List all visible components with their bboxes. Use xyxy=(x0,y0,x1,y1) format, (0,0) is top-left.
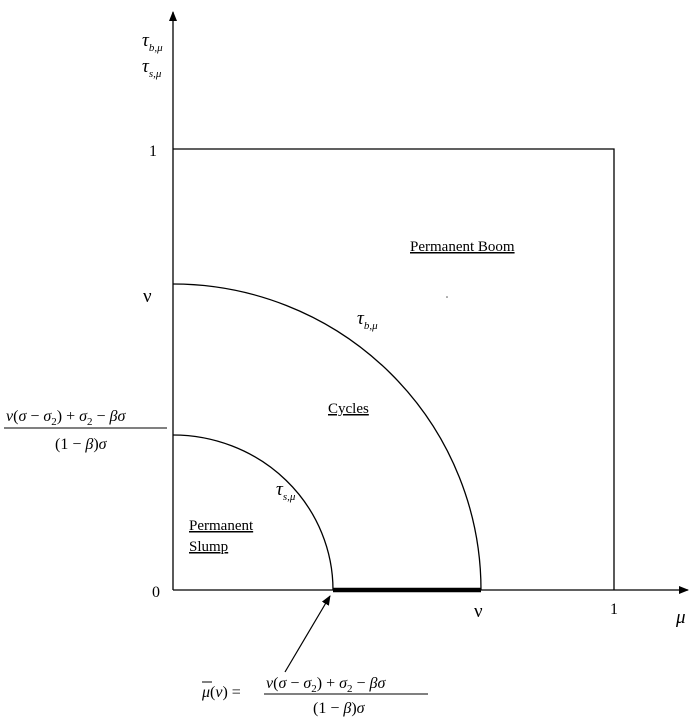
x-tick-nu: ν xyxy=(474,601,483,622)
mu-bar-formula: μ(ν) = ν(σ − σ2) + σ2 − βσ (1 − β)σ xyxy=(201,675,428,717)
mu-bar-denominator: (1 − β)σ xyxy=(313,700,366,717)
mu-bar-lhs: μ(ν) = xyxy=(201,684,241,701)
region-cycles: Cycles xyxy=(328,401,369,417)
y-intercept-numerator: ν(σ − σ2) + σ2 − βσ xyxy=(6,408,127,428)
unit-square-boundary xyxy=(173,148,615,590)
y-intercept-denominator: (1 − β)σ xyxy=(55,436,108,453)
y-axis-label-tau-s: τs,μ xyxy=(142,56,162,80)
tau-b-mu-curve-label: τb,μ xyxy=(357,308,378,332)
region-permanent-slump-line2: Slump xyxy=(189,539,228,555)
y-axis-label-tau-b: τb,μ xyxy=(142,30,163,54)
y-intercept-formula: ν(σ − σ2) + σ2 − βσ (1 − β)σ xyxy=(4,408,167,453)
x-axis-label-mu: μ xyxy=(675,607,686,628)
stray-dot xyxy=(446,296,448,298)
x-tick-one: 1 xyxy=(610,601,618,618)
region-permanent-slump-line1: Permanent xyxy=(189,518,254,534)
y-tick-one: 1 xyxy=(149,143,157,160)
mu-bar-numerator: ν(σ − σ2) + σ2 − βσ xyxy=(266,675,387,695)
tau-b-mu-curve xyxy=(172,283,482,591)
origin-zero: 0 xyxy=(152,584,160,601)
tau-s-mu-curve xyxy=(172,434,334,591)
region-permanent-boom: Permanent Boom xyxy=(410,239,515,255)
tau-s-mu-curve-label: τs,μ xyxy=(276,479,296,503)
y-tick-nu: ν xyxy=(143,286,152,307)
mu-bar-pointer-arrow xyxy=(284,595,331,673)
